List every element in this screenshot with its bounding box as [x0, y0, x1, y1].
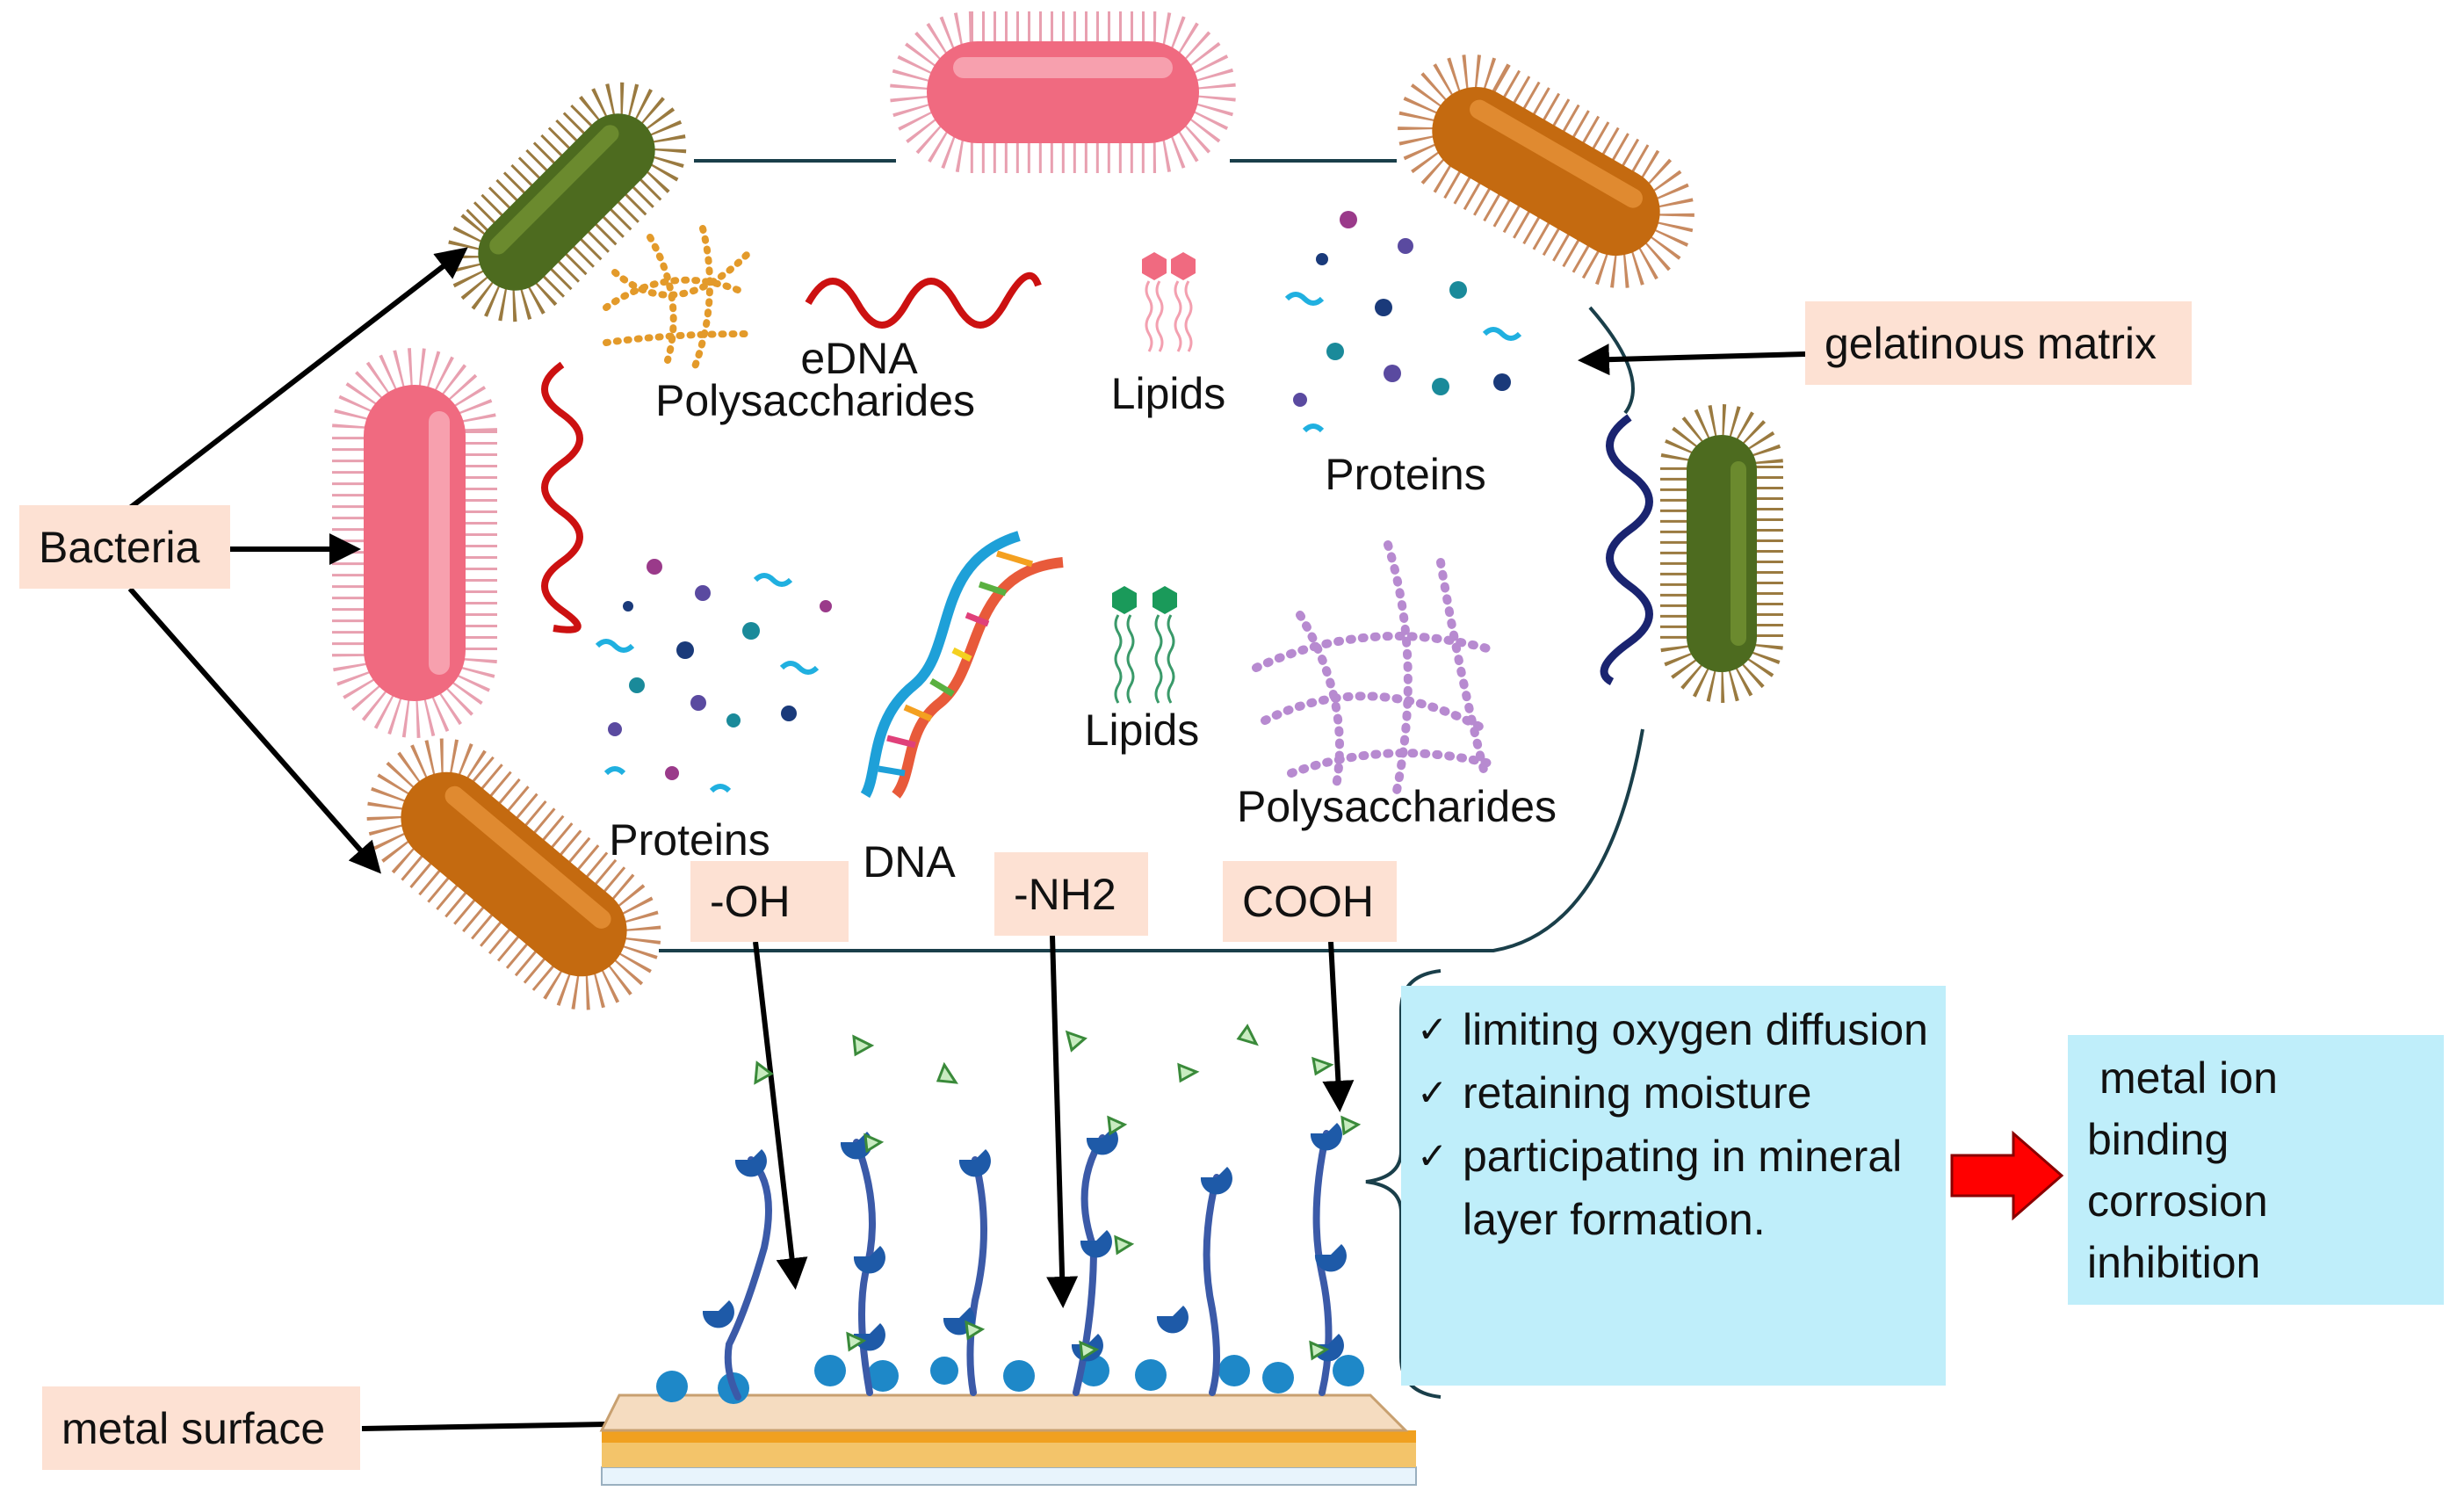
- matrix-outline: [659, 159, 1644, 952]
- red-right-arrow-icon: [1950, 1130, 2064, 1221]
- ion-triangles: [754, 1024, 1362, 1361]
- result-line: corrosion: [2087, 1176, 2268, 1226]
- result-line: metal ion: [2099, 1053, 2278, 1103]
- nh2-label: -NH2: [994, 852, 1148, 936]
- cooh-arrow: [1322, 941, 1355, 1112]
- bacteria-arrows: [127, 247, 468, 874]
- oh-arrow: [753, 941, 808, 1290]
- bacteria-label: Bacteria: [19, 505, 230, 589]
- proteins-top-label: Proteins: [1325, 450, 1485, 499]
- lipid-icon: [1142, 252, 1196, 352]
- edna-label: eDNA: [800, 334, 918, 383]
- oh-label: -OH: [690, 861, 849, 942]
- result-box: metal ion binding corrosion inhibition: [2068, 1035, 2444, 1305]
- surface-beads: [656, 1355, 1364, 1404]
- lipids-top-label: Lipids: [1111, 369, 1226, 418]
- result-line: inhibition: [2087, 1238, 2261, 1287]
- metal-surface-icon: [599, 1393, 1417, 1486]
- chain-heads: [702, 1123, 1347, 1362]
- polysaccharide-icon: [1252, 540, 1498, 795]
- cooh-label: COOH: [1223, 861, 1397, 942]
- edna-icon: [805, 271, 1042, 329]
- bacterium-icon: [1398, 54, 1694, 288]
- bacterium-icon: [332, 348, 497, 738]
- polysaccharides-bottom-label: Polysaccharides: [1237, 782, 1557, 831]
- effect-item: retaining moisture: [1401, 1061, 1946, 1125]
- effect-item: participating in mineral layer formation…: [1401, 1125, 1946, 1251]
- bacterium-icon: [890, 11, 1236, 173]
- metal-surface-label: metal surface: [42, 1386, 360, 1470]
- gelatinous-matrix-label: gelatinous matrix: [1805, 301, 2192, 385]
- lipid-icon: [1112, 586, 1177, 704]
- protein-dots-icon: [1284, 211, 1522, 433]
- dna-helix-icon: [860, 531, 1064, 799]
- bacterium-icon: [1660, 404, 1783, 703]
- lipids-bottom-label: Lipids: [1085, 706, 1200, 755]
- effects-box: limiting oxygen diffusion retaining mois…: [1401, 986, 1946, 1386]
- polysaccharide-icon: [603, 225, 750, 373]
- edna-wave-icon: [541, 361, 583, 633]
- result-line: binding: [2087, 1115, 2229, 1164]
- edna-wave-icon: [1600, 414, 1653, 685]
- effects-list: limiting oxygen diffusion retaining mois…: [1401, 998, 1946, 1251]
- polysaccharides-top-label: Polysaccharides: [655, 376, 975, 425]
- effect-item: limiting oxygen diffusion: [1401, 998, 1946, 1061]
- matrix-arrow: [1578, 344, 1806, 376]
- dna-label: DNA: [863, 837, 956, 887]
- proteins-bottom-label: Proteins: [609, 815, 770, 865]
- protein-dots-icon: [595, 559, 832, 793]
- nh2-arrow: [1046, 935, 1079, 1308]
- bacterium-icon: [366, 738, 661, 1010]
- bacterium-icon: [446, 82, 687, 322]
